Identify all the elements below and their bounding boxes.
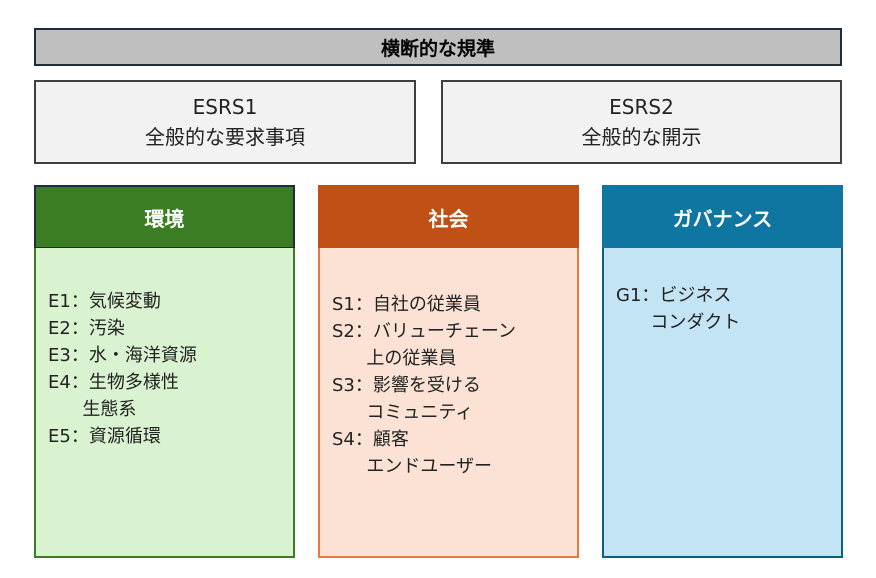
list-item: S2：バリューチェーン [332,321,516,342]
list-item: E3：水・海洋資源 [48,345,197,366]
list-item: G1：ビジネス [616,285,732,306]
esrs1-box: ESRS1 全般的な要求事項 [34,80,416,164]
esrs2-box: ESRS2 全般的な開示 [441,80,842,164]
environment-header: 環境 [34,185,295,249]
esrs2-code: ESRS2 [609,95,674,119]
list-item: S3：影響を受ける [332,375,481,396]
environment-body: E1：気候変動 E2：汚染 E3：水・海洋資源 E4：生物多様性 生態系 E5：… [34,248,295,558]
list-item: 上の従業員 [332,348,457,369]
list-item: S1：自社の従業員 [332,294,481,315]
esrs1-name: 全般的な要求事項 [145,125,305,149]
list-item: E1：気候変動 [48,291,161,312]
governance-body: G1：ビジネス コンダクト [602,248,843,558]
governance-header: ガバナンス [602,185,843,249]
list-item: S4：顧客 [332,429,409,450]
social-body: S1：自社の従業員 S2：バリューチェーン 上の従業員 S3：影響を受ける コミ… [318,248,579,558]
social-header: 社会 [318,185,579,249]
list-item: E4：生物多様性 [48,372,179,393]
list-item: E2：汚染 [48,318,125,339]
list-item: コミュニティ [332,402,474,423]
list-item: エンドユーザー [332,456,492,477]
list-item: 生態系 [48,399,137,420]
list-item: コンダクト [616,312,741,333]
esrs2-name: 全般的な開示 [581,125,702,149]
cross-cutting-standards-banner: 横断的な規準 [34,28,842,66]
esrs1-code: ESRS1 [192,95,258,119]
list-item: E5：資源循環 [48,426,161,447]
